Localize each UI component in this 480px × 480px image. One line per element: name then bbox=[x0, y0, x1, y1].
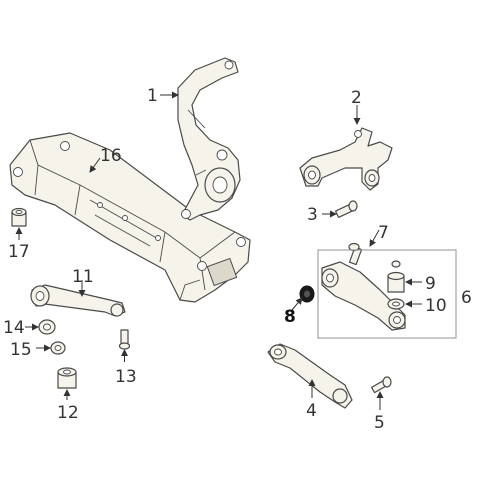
bolt-part-3[interactable] bbox=[334, 200, 358, 219]
callout-12: 12 bbox=[57, 403, 79, 423]
trailing-link[interactable] bbox=[267, 343, 353, 409]
callout-15: 15 bbox=[10, 340, 32, 360]
bolt-part-13[interactable] bbox=[118, 329, 131, 350]
callout-3: 3 bbox=[307, 205, 318, 225]
bushing-part-9[interactable] bbox=[387, 260, 405, 293]
rear-subframe[interactable] bbox=[9, 132, 251, 303]
callout-6: 6 bbox=[461, 288, 472, 308]
bushing-part-10[interactable] bbox=[387, 298, 405, 310]
bushing-part-17[interactable] bbox=[11, 207, 27, 227]
callout-10: 10 bbox=[425, 296, 447, 316]
bolt-part-5[interactable] bbox=[370, 376, 392, 394]
callout-4: 4 bbox=[306, 401, 317, 421]
callout-2: 2 bbox=[351, 88, 362, 108]
callout-9: 9 bbox=[425, 274, 436, 294]
bushing-part-8[interactable] bbox=[299, 285, 315, 303]
callout-16: 16 bbox=[100, 146, 122, 166]
bolt-part-7[interactable] bbox=[348, 242, 363, 266]
group-box-part-6 bbox=[317, 249, 457, 339]
lateral-link[interactable] bbox=[30, 284, 126, 317]
washer-part-14[interactable] bbox=[38, 319, 56, 335]
leader-lines bbox=[15, 91, 422, 410]
callout-17: 17 bbox=[8, 242, 30, 262]
callout-1: 1 bbox=[147, 86, 158, 106]
callout-5: 5 bbox=[374, 413, 385, 433]
callout-13: 13 bbox=[115, 367, 137, 387]
lower-control-arm[interactable] bbox=[321, 261, 406, 331]
washer-part-15[interactable] bbox=[50, 341, 66, 355]
bushing-part-12[interactable] bbox=[57, 367, 77, 389]
callout-11: 11 bbox=[72, 267, 94, 287]
upper-control-arm[interactable] bbox=[299, 127, 393, 191]
callout-7: 7 bbox=[378, 223, 389, 243]
rear-knuckle[interactable] bbox=[177, 57, 241, 221]
callout-14: 14 bbox=[3, 318, 25, 338]
callout-8: 8 bbox=[284, 307, 296, 327]
